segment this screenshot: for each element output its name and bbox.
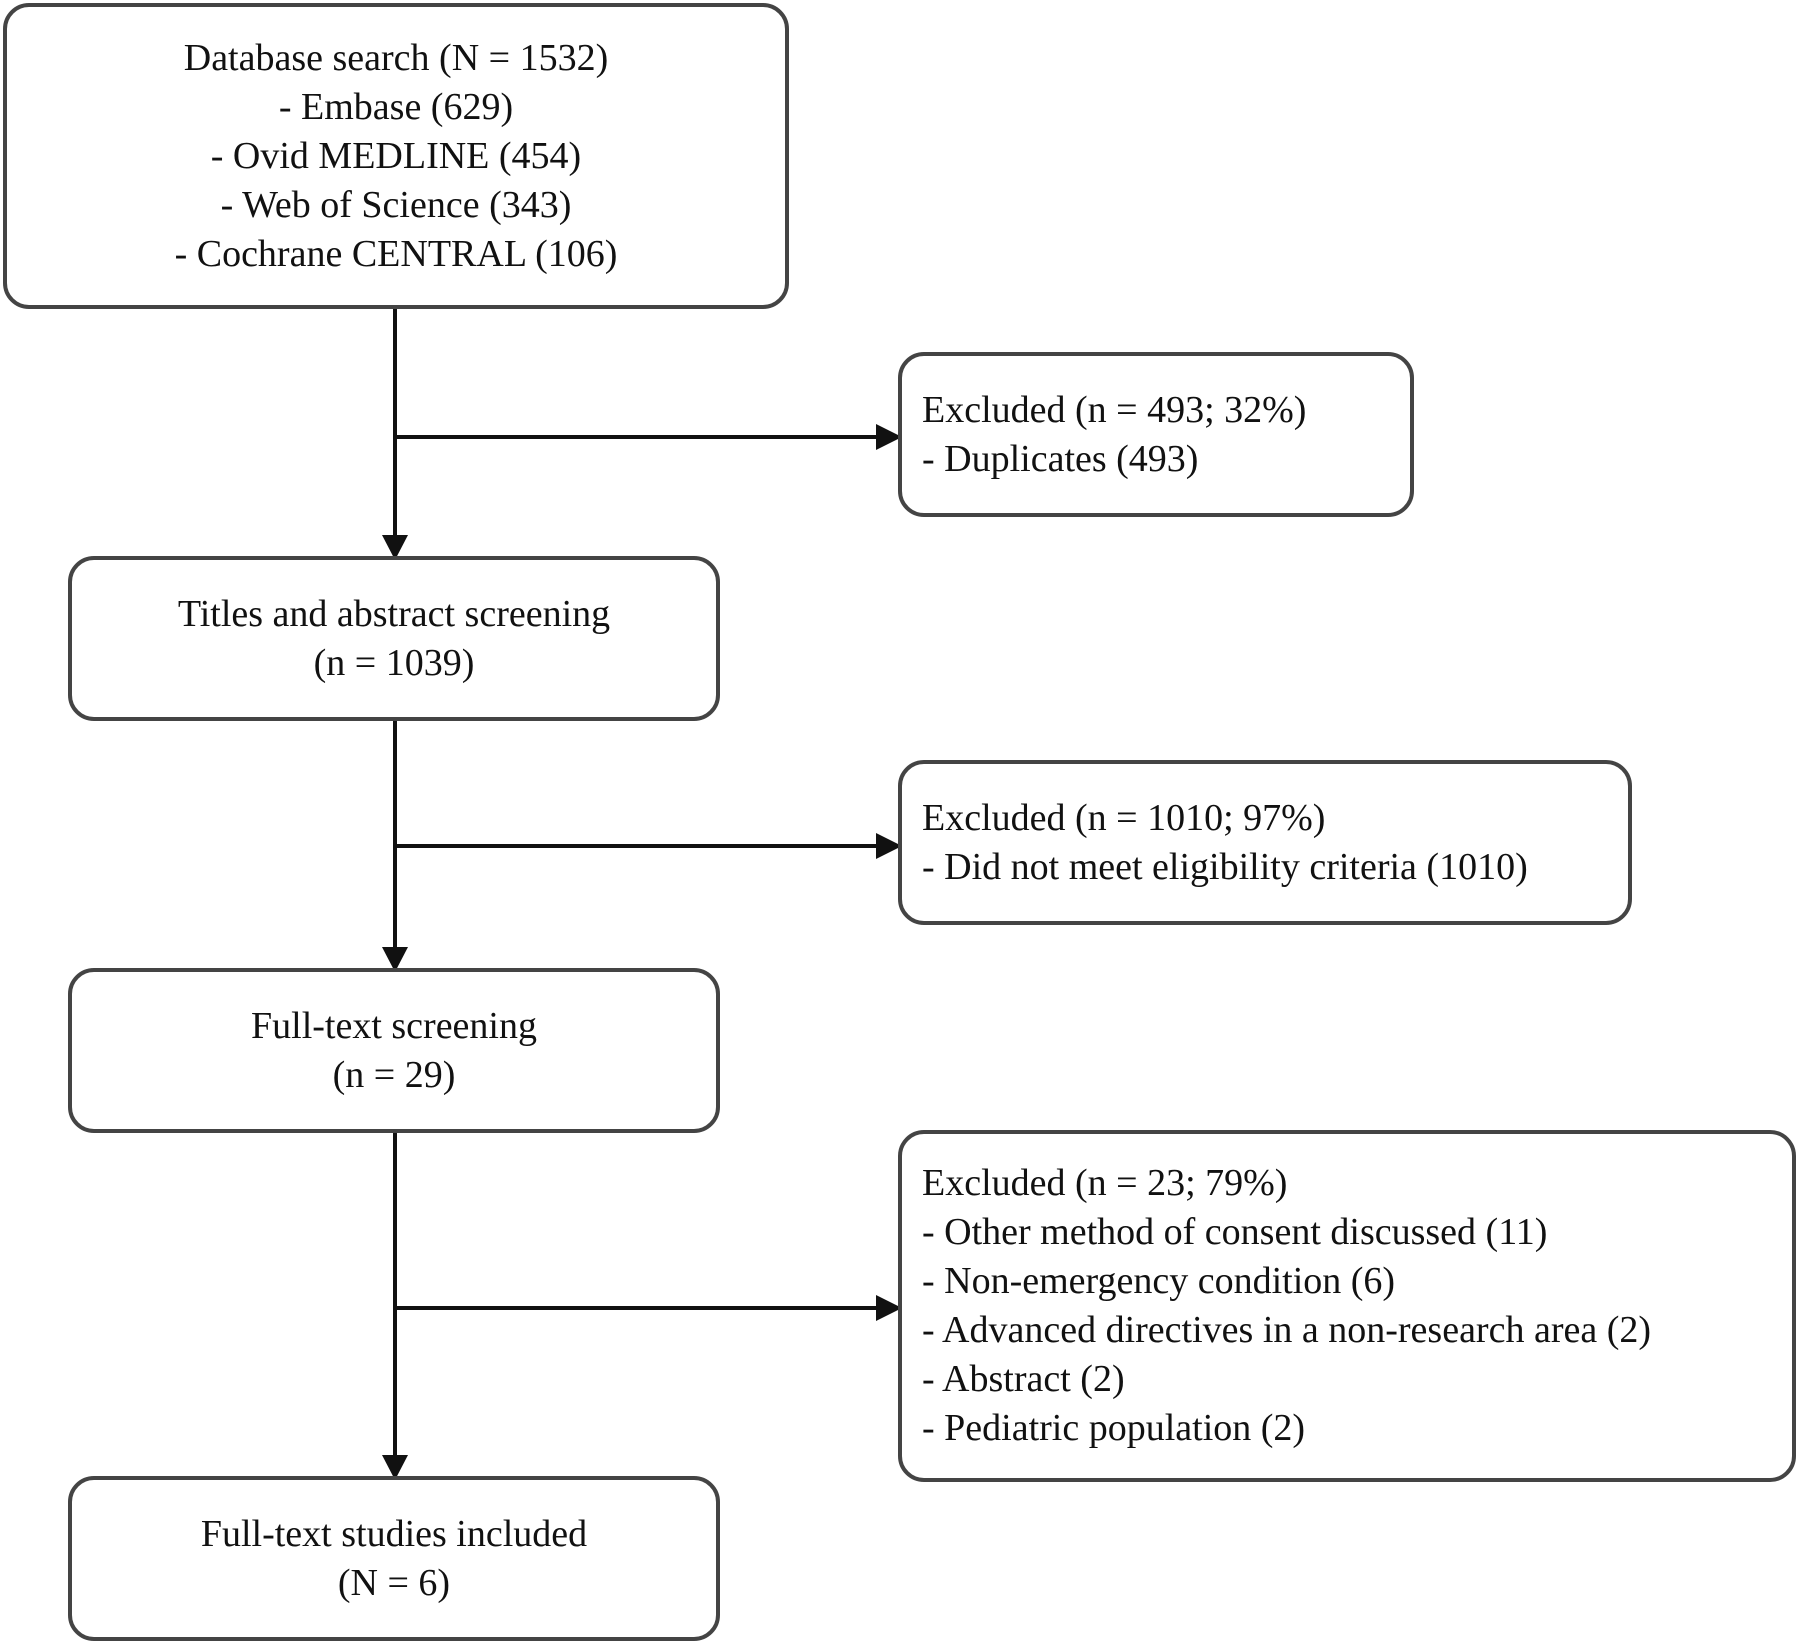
- fulltext-screening-count: (n = 29): [332, 1053, 456, 1096]
- excluded-duplicates-title: Excluded (n = 493; 32%): [922, 388, 1307, 431]
- excluded-fulltext-item-non-emergency: - Non-emergency condition (6): [922, 1260, 1396, 1302]
- database-search-box: Database search (N = 1532) - Embase (629…: [3, 3, 789, 309]
- titles-screening-count: (n = 1039): [313, 641, 475, 684]
- database-embase: - Embase (629): [278, 85, 514, 128]
- excluded-fulltext-item-advanced-directives: - Advanced directives in a non-research …: [922, 1309, 1652, 1351]
- arrowhead-excluded-duplicates: [876, 424, 902, 450]
- excluded-fulltext-item-abstract: - Abstract (2): [922, 1358, 1125, 1400]
- excluded-fulltext-box: Excluded (n = 23; 79%) - Other method of…: [898, 1130, 1796, 1482]
- arrowhead-titles: [382, 535, 408, 560]
- titles-screening-title: Titles and abstract screening: [177, 592, 611, 635]
- database-search-title: Database search (N = 1532): [183, 36, 609, 79]
- excluded-eligibility-item: - Did not meet eligibility criteria (101…: [922, 845, 1528, 888]
- excluded-duplicates-box: Excluded (n = 493; 32%) - Duplicates (49…: [898, 352, 1414, 517]
- excluded-eligibility-box: Excluded (n = 1010; 97%) - Did not meet …: [898, 760, 1632, 925]
- excluded-duplicates-item: - Duplicates (493): [922, 437, 1199, 480]
- included-studies-title: Full-text studies included: [200, 1512, 588, 1555]
- database-medline: - Ovid MEDLINE (454): [210, 134, 582, 177]
- included-studies-count: (N = 6): [337, 1561, 451, 1604]
- titles-screening-box: Titles and abstract screening (n = 1039): [68, 556, 720, 721]
- excluded-fulltext-item-pediatric: - Pediatric population (2): [922, 1407, 1306, 1449]
- arrowhead-fulltext: [382, 947, 408, 972]
- arrowhead-included: [382, 1455, 408, 1480]
- database-cochrane: - Cochrane CENTRAL (106): [174, 232, 618, 275]
- arrowhead-excluded-fulltext: [876, 1295, 902, 1321]
- arrowhead-excluded-eligibility: [876, 833, 902, 859]
- excluded-eligibility-title: Excluded (n = 1010; 97%): [922, 796, 1326, 839]
- excluded-fulltext-item-consent: - Other method of consent discussed (11): [922, 1211, 1548, 1253]
- database-web-of-science: - Web of Science (343): [220, 183, 572, 226]
- fulltext-screening-box: Full-text screening (n = 29): [68, 968, 720, 1133]
- included-studies-box: Full-text studies included (N = 6): [68, 1476, 720, 1641]
- fulltext-screening-title: Full-text screening: [251, 1004, 537, 1047]
- excluded-fulltext-title: Excluded (n = 23; 79%): [922, 1162, 1288, 1204]
